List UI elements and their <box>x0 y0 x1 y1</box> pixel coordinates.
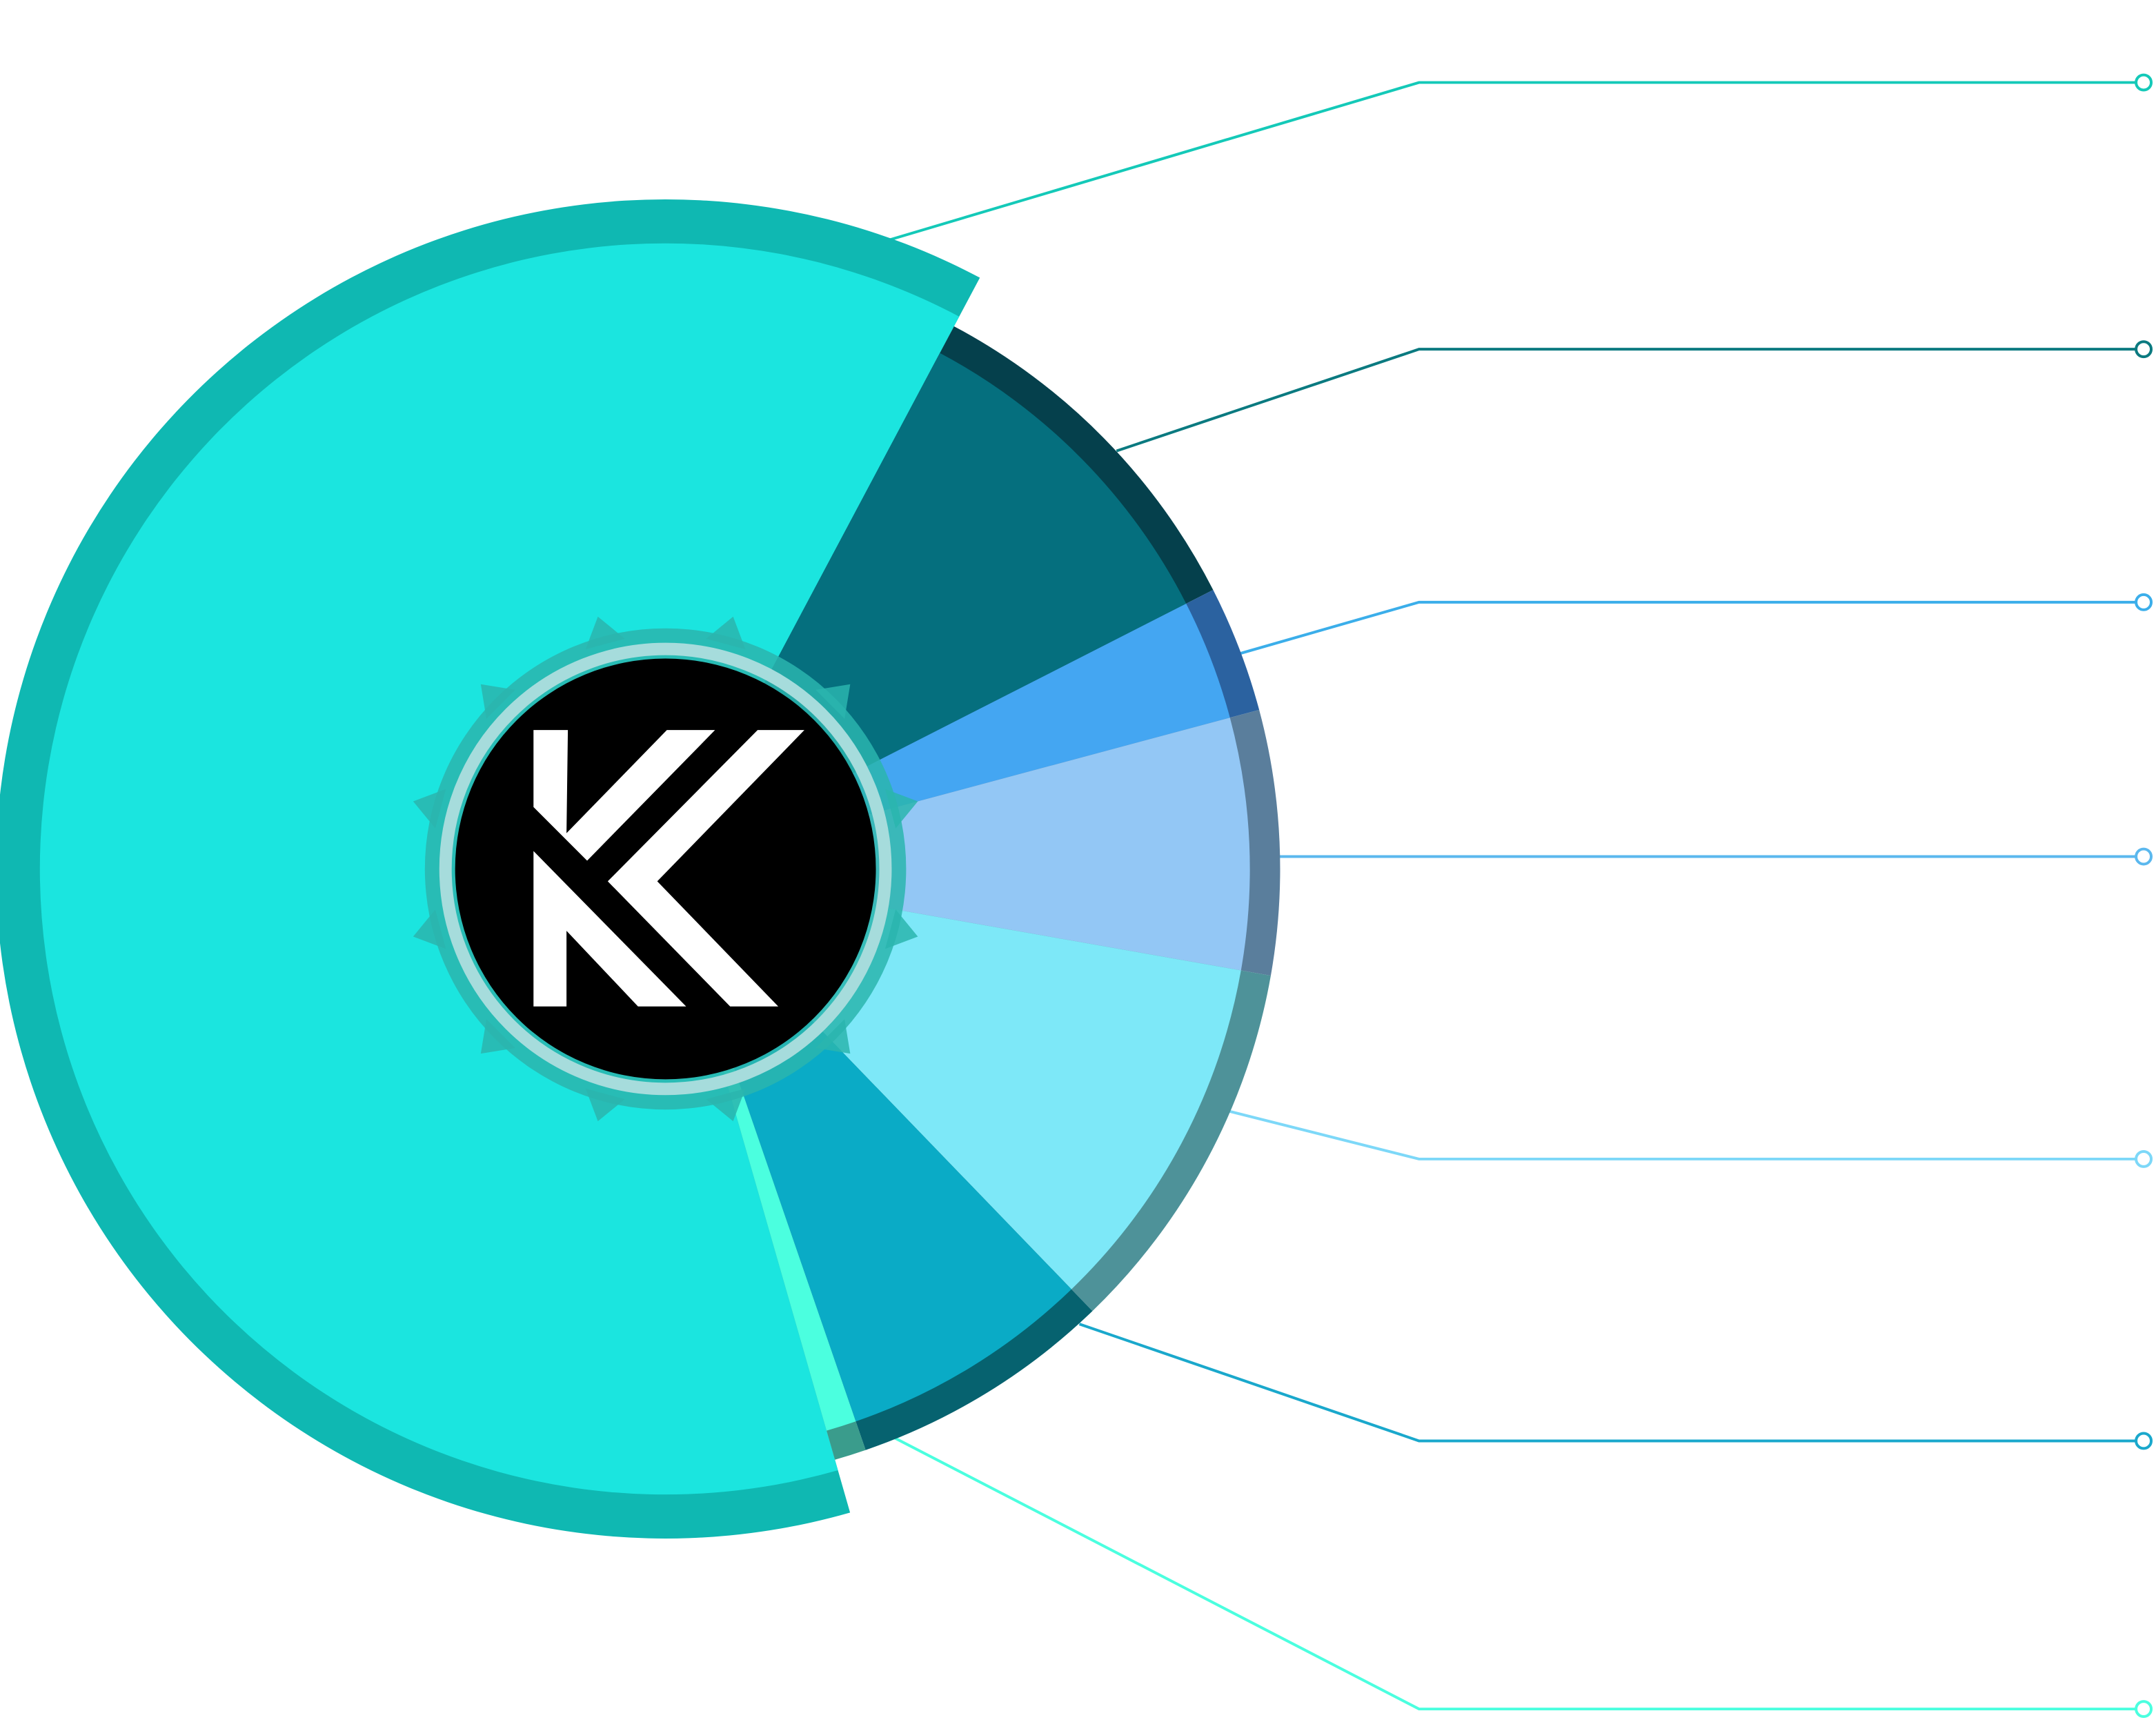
center-hub <box>413 616 918 1122</box>
callout-line-6 <box>1078 1323 2136 1443</box>
callout-end-circle-icon <box>2135 340 2153 359</box>
callout-end-circle-icon <box>2135 593 2153 611</box>
callout-line-1 <box>886 81 2136 242</box>
callout-end-circle-icon <box>2135 73 2153 92</box>
callout-line-5 <box>1227 1109 2136 1160</box>
callout-end-circle-icon <box>2135 1700 2153 1719</box>
segment-4 <box>665 718 1250 971</box>
callout-end-circle-icon <box>2135 1432 2153 1450</box>
callout-lines <box>851 73 2153 1719</box>
hub-light-ring <box>439 642 892 1096</box>
callout-line-2 <box>1116 348 2136 453</box>
callout-line-7 <box>851 1414 2136 1711</box>
callout-line-3 <box>1203 600 2136 666</box>
callout-end-circle-icon <box>2135 847 2153 866</box>
callout-end-circle-icon <box>2135 1149 2153 1168</box>
